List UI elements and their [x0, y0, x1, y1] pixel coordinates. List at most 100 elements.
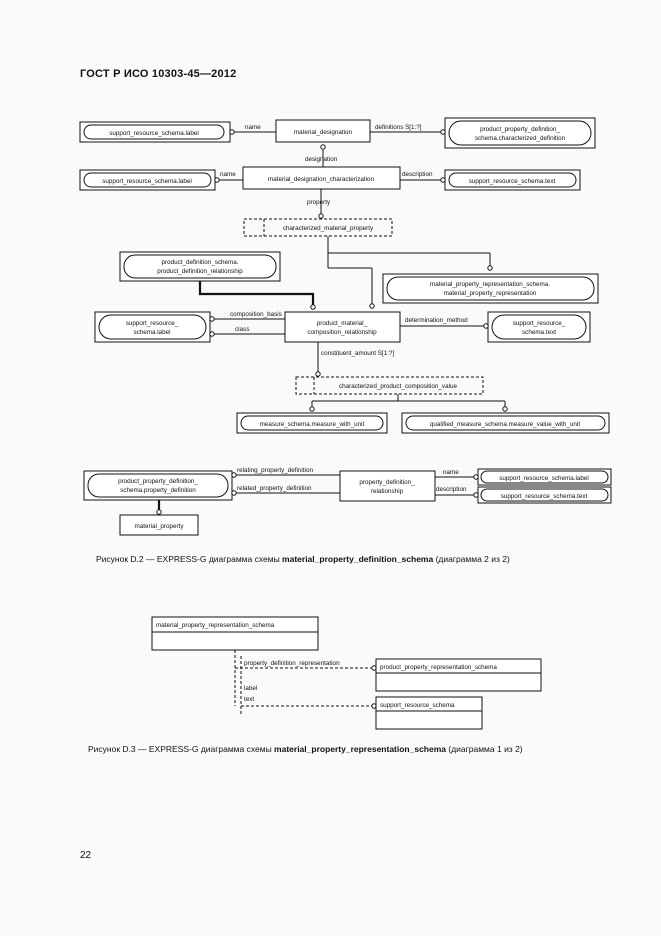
relation-endpoint: [440, 129, 446, 135]
relation-endpoint: [209, 331, 215, 337]
relation-label: text: [244, 696, 254, 703]
ref-oval: [83, 172, 212, 188]
relation-endpoint: [320, 144, 326, 150]
entity-label: material_property: [135, 523, 185, 530]
relation-label: determination_method: [405, 317, 468, 324]
entity-label: material_designation: [294, 129, 353, 136]
ref-oval: [480, 488, 609, 502]
ref-oval: [448, 120, 592, 146]
entity-label: product_definition_schema.: [161, 259, 238, 266]
entity-label: qualified_measure_schema.measure_value_w…: [430, 421, 580, 428]
relation-label: property_definition_representation: [244, 660, 340, 667]
entity-label: support_resource_schema.label: [109, 130, 199, 137]
ref-oval: [98, 314, 207, 340]
entity-label: support_resource_schema.label: [102, 178, 192, 185]
relation-endpoint: [310, 304, 316, 310]
relation-endpoint: [315, 371, 321, 377]
entity-label: material_property_representation: [444, 290, 537, 297]
relation-endpoint: [473, 474, 479, 480]
entity-label: measure_schema.measure_with_unit: [260, 421, 365, 428]
entity-label: material_property_representation_schema.: [430, 281, 550, 288]
ref-oval: [240, 415, 384, 431]
caption-schema: material_property_definition_schema: [282, 554, 434, 564]
relation-label: constituent_amount S[1:?]: [321, 350, 394, 357]
relation-endpoint: [229, 129, 235, 135]
ref-oval: [491, 314, 587, 340]
relation-label: related_property_definition: [237, 485, 312, 492]
entity-label: schema.text: [522, 329, 556, 336]
page-number: 22: [80, 850, 92, 861]
entity-label: product_property_definition_: [118, 478, 198, 485]
schema-box-srs: [375, 696, 483, 730]
ref-oval: [386, 276, 595, 301]
entity-label: support_resource_schema.text: [469, 178, 556, 185]
relation-label: composition_basis: [230, 311, 282, 318]
select-cpcv: [295, 376, 484, 395]
entity-pmcr: [284, 311, 401, 343]
figure-d2-caption: Рисунок D.2 — EXPRESS-G диаграмма схемы …: [96, 554, 510, 564]
entity-pdr: [339, 470, 436, 502]
entity-label: property_definition_: [359, 479, 415, 486]
entity-label: characterized_product_composition_value: [339, 383, 457, 390]
relation-endpoint: [156, 509, 162, 515]
schema-box-pprs: [375, 658, 542, 692]
relation-endpoint: [309, 406, 315, 412]
schema-label: product_property_representation_schema: [380, 664, 497, 671]
select-characterized-material-property: [243, 218, 393, 237]
entity-label: product_property_definition_: [480, 126, 560, 133]
entity-label: schema.property_definition: [120, 487, 196, 494]
relation-endpoint: [440, 177, 446, 183]
entity-label: product_definition_relationship: [157, 268, 243, 275]
caption-suffix: (диаграмма 1 из 2): [446, 744, 523, 754]
relation-endpoint: [473, 492, 479, 498]
entity-label: material_designation_characterization: [268, 176, 375, 183]
caption-schema: material_property_representation_schema: [274, 744, 447, 754]
caption-prefix: Рисунок D.2 — EXPRESS-G диаграмма схемы: [96, 554, 283, 564]
entity-label: schema.characterized_definition: [475, 135, 566, 142]
relation-endpoint: [209, 316, 215, 322]
relation-label: definitions S[1:?]: [375, 124, 422, 131]
entity-material-designation: [275, 119, 371, 143]
relation-label: name: [220, 171, 236, 178]
subtype-line: [198, 281, 315, 305]
entity-label: support_resource_: [126, 320, 179, 327]
figure-d3-caption: Рисунок D.3 — EXPRESS-G диаграмма схемы …: [88, 744, 523, 754]
relation-endpoint: [318, 213, 324, 219]
relation-endpoint: [214, 177, 220, 183]
ref-oval: [480, 470, 609, 484]
schema-label: material_property_representation_schema: [156, 622, 275, 629]
entity-label: characterized_material_property: [283, 225, 374, 232]
ref-oval: [83, 124, 225, 140]
page-header: ГОСТ Р ИСО 10303-45—2012: [80, 68, 237, 80]
relation-label: description: [402, 171, 433, 178]
relation-label: name: [245, 124, 261, 131]
entity-label: relationship: [371, 488, 404, 495]
caption-suffix: (диаграмма 2 из 2): [433, 554, 510, 564]
relation-label: class: [235, 326, 249, 333]
entity-label: support_resource_: [513, 320, 566, 327]
relation-endpoint: [502, 406, 508, 412]
relation-endpoint: [487, 265, 493, 271]
relation-endpoint: [231, 490, 237, 496]
schema-label: support_resource_schema: [380, 702, 455, 709]
entity-label: support_resource_schema.text: [501, 493, 588, 500]
relation-label: description: [436, 486, 467, 493]
ref-oval: [405, 415, 606, 431]
entity-material-property: [119, 514, 199, 536]
relation-label: relating_property_definition: [237, 467, 313, 474]
ref-oval: [123, 254, 277, 279]
entity-label: composition_relationship: [307, 329, 377, 336]
entity-label: support_resource_schema.label: [499, 475, 589, 482]
relation-endpoint: [369, 303, 375, 309]
relation-endpoint: [483, 323, 489, 329]
ref-oval: [448, 172, 577, 188]
ref-oval: [87, 473, 229, 498]
caption-prefix: Рисунок D.3 — EXPRESS-G диаграмма схемы: [88, 744, 275, 754]
entity-label: schema.label: [133, 329, 170, 336]
relation-endpoint: [231, 472, 237, 478]
schema-box-mprs: [151, 616, 319, 651]
relation-label: designation: [305, 156, 338, 163]
relation-label: label: [244, 685, 257, 692]
relation-label: name: [443, 469, 459, 476]
